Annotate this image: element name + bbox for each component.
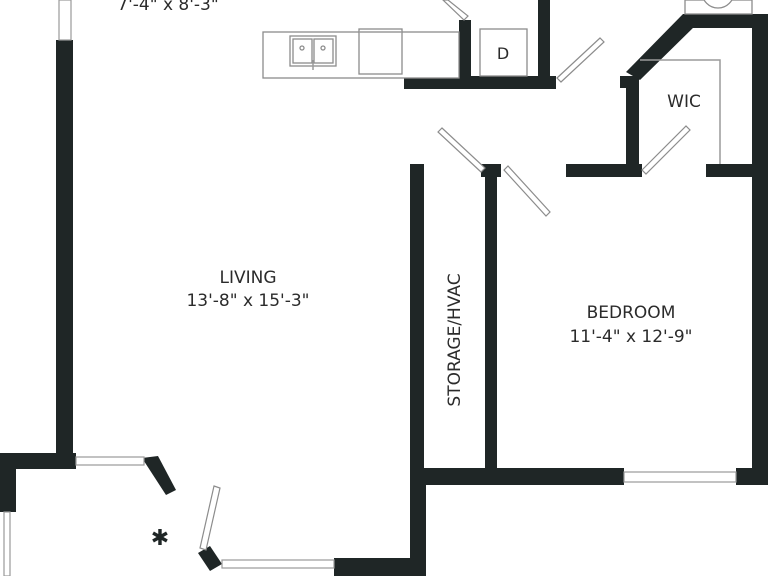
window-bottom-living	[221, 559, 335, 569]
entry-star-icon: ✱	[151, 526, 169, 551]
wall-bay-right	[198, 546, 222, 571]
top-room-dims: 7'-4" x 8'-3"	[117, 0, 218, 15]
wall-bottom-bedroom	[410, 468, 624, 485]
dryer-label: D	[497, 44, 509, 63]
wall-kitchen-bottom	[404, 76, 556, 89]
windows	[3, 0, 737, 576]
living-dims: 13'-8" x 15'-3"	[186, 291, 309, 311]
wall-bottom-right	[736, 468, 768, 485]
water-heater	[684, 0, 753, 15]
wall-wic-angled	[626, 14, 697, 80]
storage-label: STORAGE/HVAC	[445, 273, 465, 406]
drain-right	[320, 45, 326, 51]
door-top-swing	[442, 0, 469, 21]
window-top-left	[58, 0, 72, 41]
bedroom-dims: 11'-4" x 12'-9"	[569, 327, 692, 347]
wall-laundry-right	[538, 0, 550, 86]
water-heater-circle	[703, 0, 733, 9]
dryer	[479, 28, 528, 77]
wall-right-exterior	[752, 14, 768, 484]
wic-shelf-line	[640, 59, 721, 164]
door-bedroom-swing	[503, 165, 551, 217]
door-wic-swing	[641, 125, 691, 175]
door-bay-swing	[199, 485, 221, 551]
sink-basin-right	[313, 38, 334, 64]
labels: 7'-4" x 8'-3" LIVING 13'-8" x 15'-3" BED…	[117, 0, 701, 407]
kitchen: D	[262, 28, 528, 79]
wall-bottom-tab	[338, 568, 350, 576]
wall-laundry-left	[459, 20, 471, 86]
wall-entry-post	[0, 468, 16, 512]
window-entry-post-left	[3, 511, 11, 576]
wall-bottom-corner	[410, 485, 426, 576]
bedroom-label: BEDROOM	[587, 303, 676, 323]
door-laundry-swing	[556, 37, 605, 83]
dishwasher	[358, 28, 403, 75]
wall-left-exterior	[56, 40, 73, 465]
wic-label: WIC	[667, 92, 701, 112]
living-label: LIVING	[219, 268, 276, 288]
wall-top-right	[683, 14, 768, 28]
window-bedroom-bottom	[623, 471, 737, 483]
window-entry-left	[75, 456, 145, 466]
wall-storage-top-stub	[481, 164, 501, 177]
drain-left	[299, 45, 305, 51]
wall-bedroom-top-left	[566, 164, 642, 177]
wall-bedroom-top-right	[706, 164, 768, 177]
wall-bay-left	[142, 456, 176, 495]
wall-bottom-living	[334, 558, 424, 576]
wall-entry-stub	[0, 453, 76, 469]
doors	[199, 0, 691, 551]
wall-storage-right	[485, 166, 497, 471]
wall-wic-notch	[620, 76, 639, 88]
sink-basin-left	[292, 38, 313, 64]
door-storage-swing	[437, 127, 486, 173]
wall-storage-left-stub	[410, 164, 424, 177]
wall-wic-left	[626, 76, 639, 172]
